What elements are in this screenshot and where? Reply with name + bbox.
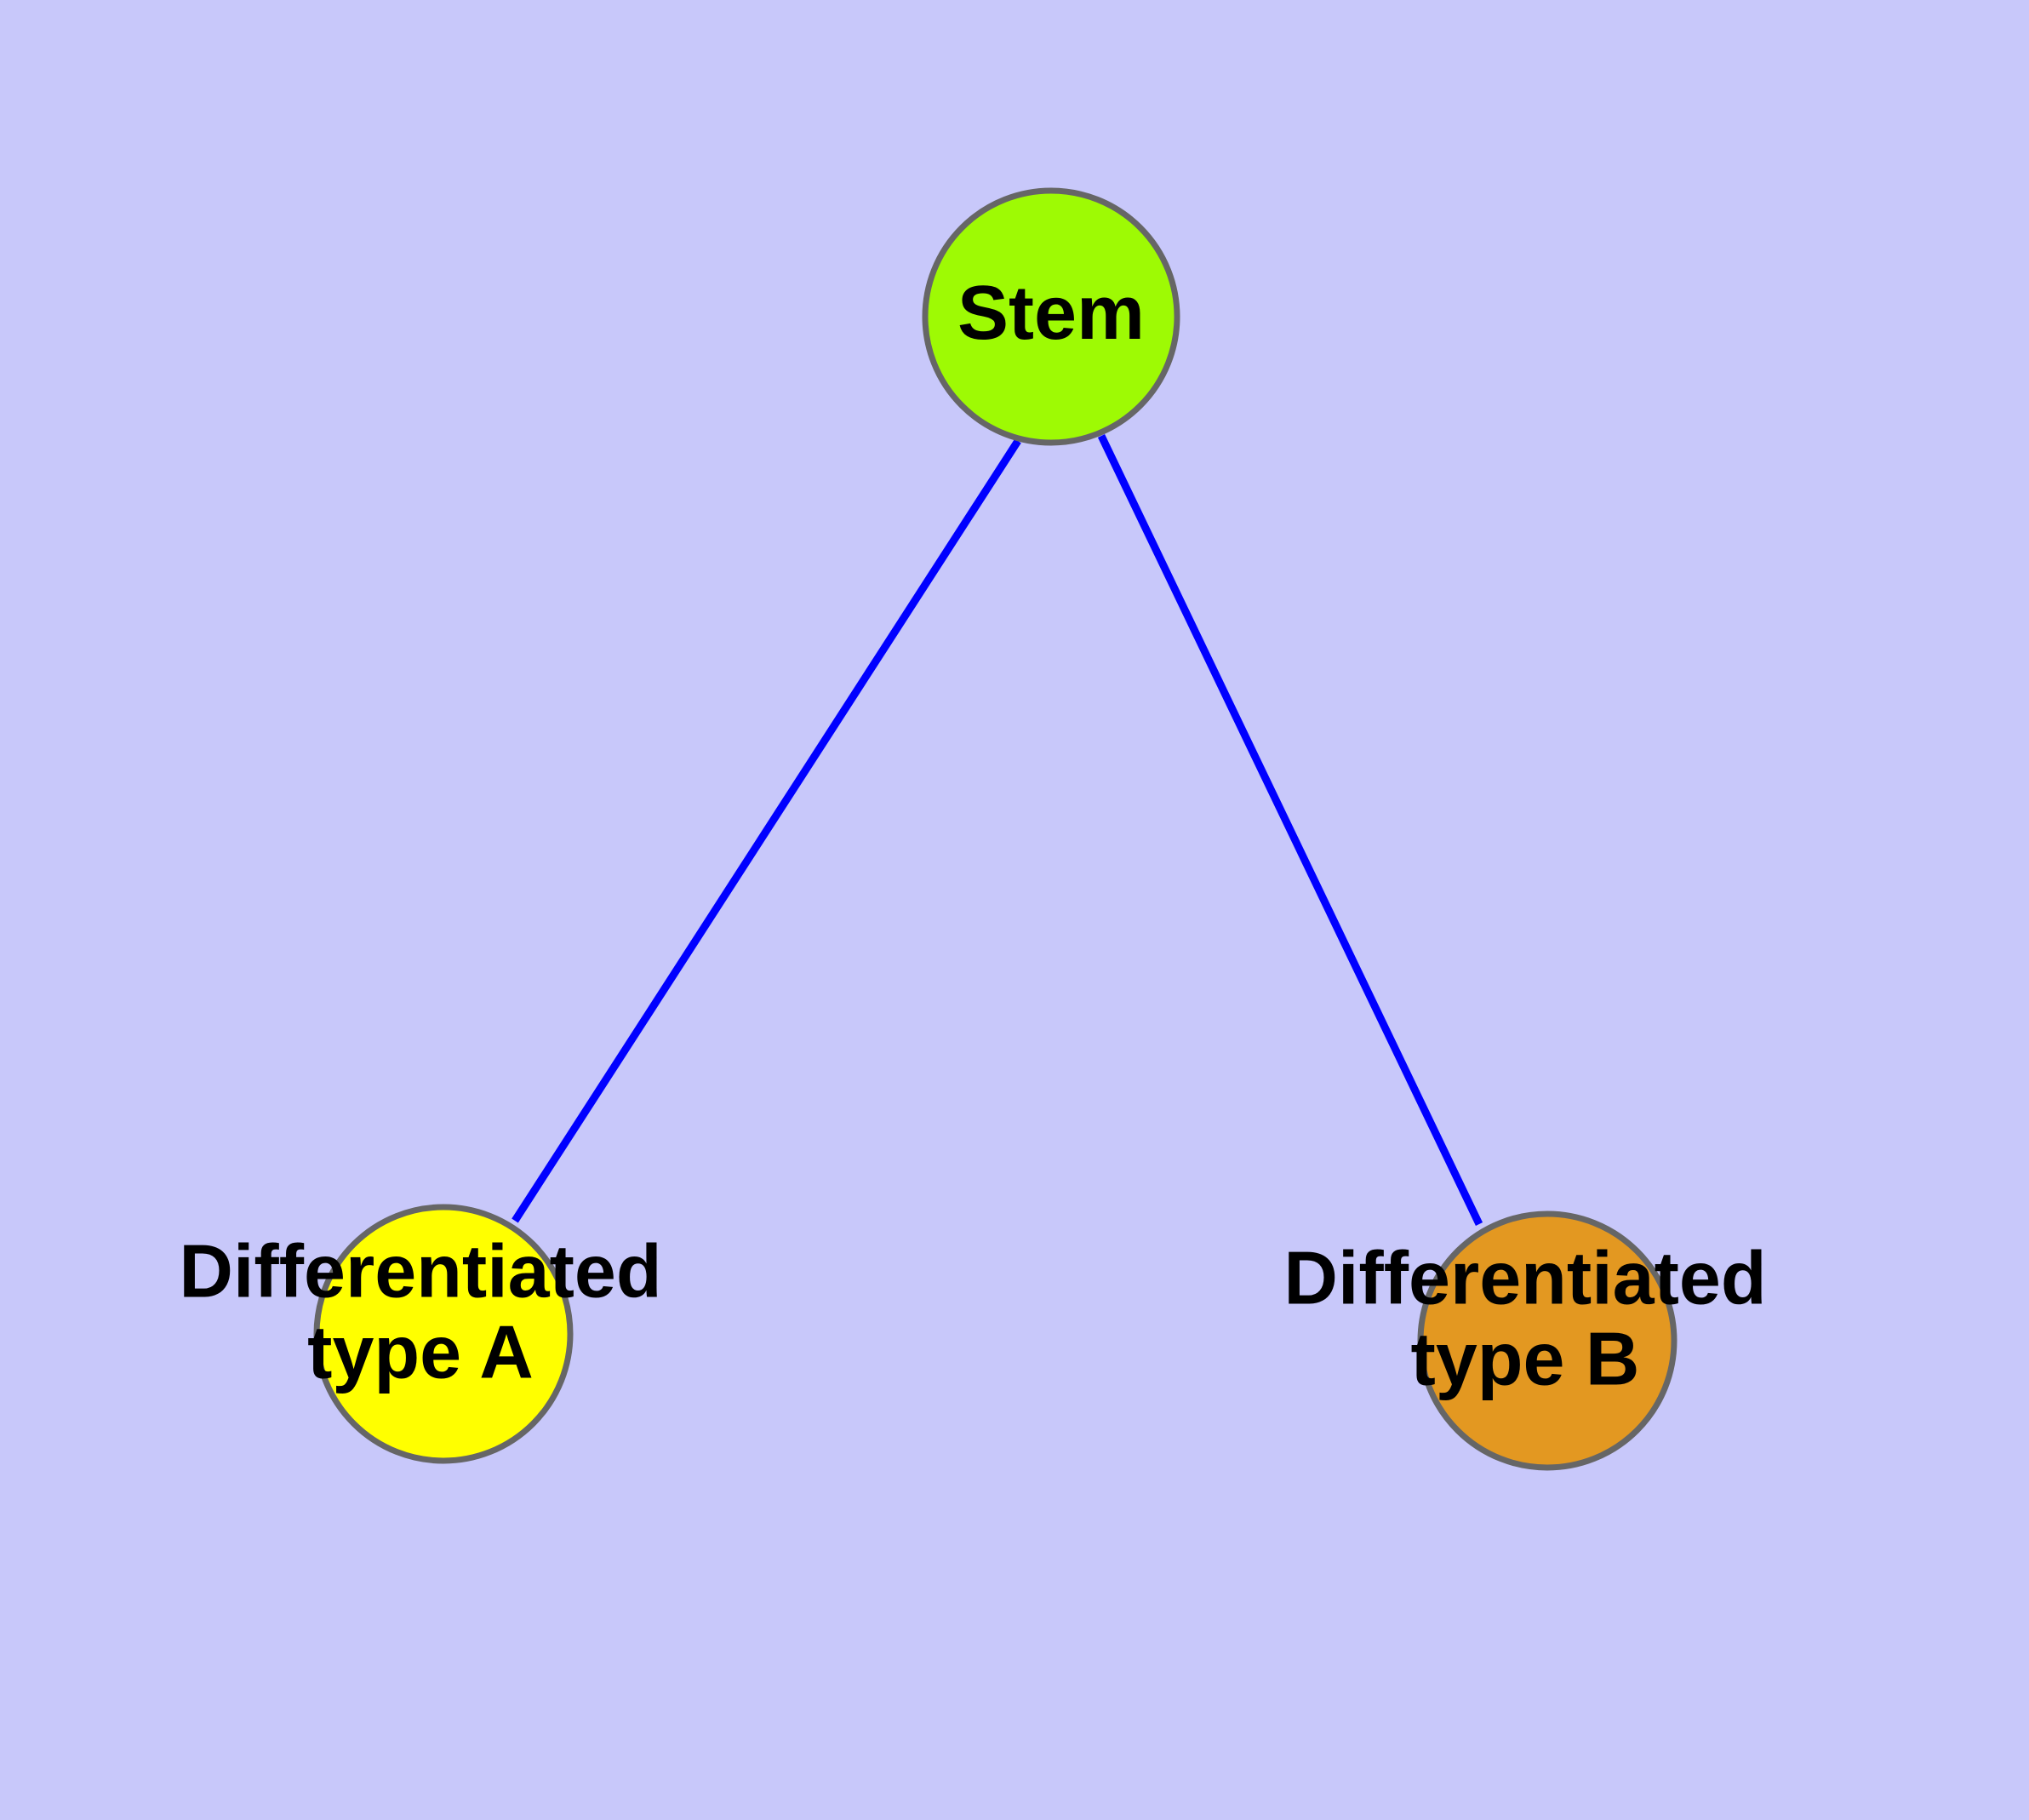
node-label-line: Differentiated bbox=[1283, 1236, 1766, 1320]
edges-layer bbox=[512, 434, 1483, 1226]
node-label-line: type B bbox=[1411, 1317, 1640, 1401]
node-label-stem: Stem bbox=[957, 271, 1145, 356]
node-circle-stem[interactable] bbox=[922, 187, 1180, 446]
node-label-line: Stem bbox=[957, 271, 1145, 356]
edge-stem-to-diff-b[interactable] bbox=[1097, 434, 1483, 1226]
node-circle-diff_b[interactable] bbox=[1417, 1210, 1677, 1471]
node-circle-diff_a[interactable] bbox=[313, 1204, 574, 1464]
node-label-line: Differentiated bbox=[179, 1229, 661, 1313]
node-stem[interactable]: Stem bbox=[922, 187, 1180, 446]
node-label-line: type A bbox=[307, 1310, 534, 1394]
edge-stem-to-diff-a[interactable] bbox=[512, 438, 1021, 1223]
